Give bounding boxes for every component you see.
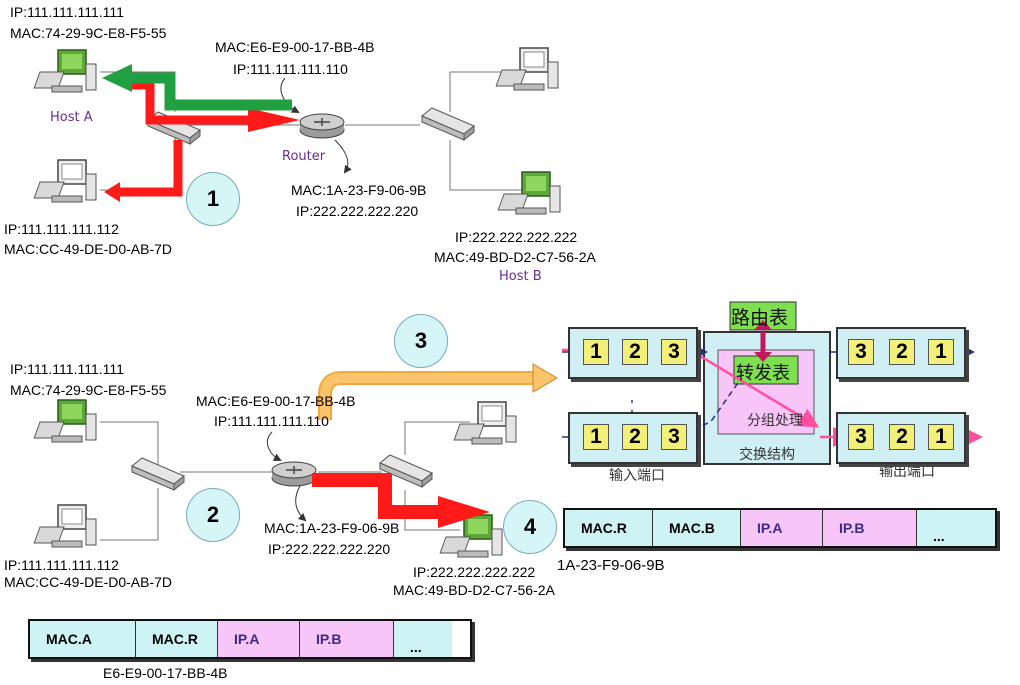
frame-lan-caption: E6-E9-00-17-BB-4B xyxy=(103,665,228,681)
step-2-badge: 2 xyxy=(186,488,240,542)
top-hostA-label: Host A xyxy=(50,110,93,125)
routing-table-label: 路由表 xyxy=(731,307,789,329)
in-q2-slot-2: 2 xyxy=(622,424,648,450)
bottom-router-wan-ip: IP:222.222.222.220 xyxy=(268,541,391,557)
bottom-hostB-ip: IP:222.222.222.222 xyxy=(413,564,536,580)
frame-wan-cell-3: IP.B xyxy=(823,510,917,546)
frame-wan-cell-0: MAC.R xyxy=(565,510,653,546)
out-q1-slot-3: 1 xyxy=(928,339,954,365)
frame-lan: MAC.A MAC.R IP.A IP.B ... xyxy=(28,619,472,659)
top-router-lan-mac: MAC:E6-E9-00-17-BB-4B xyxy=(215,39,375,55)
frame-wan-cell-4: ... xyxy=(917,510,995,546)
frame-wan: MAC.R MAC.B IP.A IP.B ... xyxy=(563,508,997,548)
out-q2-slot-3: 1 xyxy=(928,424,954,450)
bottom-router-lan-mac: MAC:E6-E9-00-17-BB-4B xyxy=(196,393,356,409)
switch-fabric-label: 交换结构 xyxy=(739,447,795,463)
bottom-hostB-mac: MAC:49-BD-D2-C7-56-2A xyxy=(393,582,555,598)
top-host2-ip: IP:111.111.111.112 xyxy=(4,221,119,237)
frame-wan-cell-1: MAC.B xyxy=(653,510,741,546)
input-port-label: 输入端口 xyxy=(609,468,665,484)
top-hostA-ip: IP:111.111.111.111 xyxy=(10,4,124,20)
top-hostA-mac: MAC:74-29-9C-E8-F5-55 xyxy=(10,25,167,41)
frame-lan-cell-3: IP.B xyxy=(300,621,394,657)
out-q2-slot-2: 2 xyxy=(889,424,915,450)
top-hostB-mac: MAC:49-BD-D2-C7-56-2A xyxy=(434,249,596,265)
top-router-wan-ip: IP:222.222.222.220 xyxy=(296,203,419,219)
step-1-badge: 1 xyxy=(186,172,240,226)
top-router-label: Router xyxy=(282,149,326,164)
top-host2-mac: MAC:CC-49-DE-D0-AB-7D xyxy=(4,241,173,257)
frame-wan-caption: 1A-23-F9-06-9B xyxy=(557,557,665,574)
frame-lan-cell-2: IP.A xyxy=(218,621,300,657)
output-port-label: 输出端口 xyxy=(879,464,935,480)
frame-lan-cell-0: MAC.A xyxy=(30,621,136,657)
step-4-badge: 4 xyxy=(503,500,557,554)
frame-lan-cell-1: MAC.R xyxy=(136,621,218,657)
bottom-hostA-ip: IP:111.111.111.111 xyxy=(10,361,124,377)
top-router-lan-ip: IP:111.111.111.110 xyxy=(233,61,348,77)
in-q1-slot-1: 1 xyxy=(583,339,609,365)
green-path-router-to-hostA xyxy=(130,72,292,111)
red-path-router-to-hostB xyxy=(312,473,440,519)
top-router-wan-mac: MAC:1A-23-F9-06-9B xyxy=(291,182,427,198)
out-q2-slot-1: 3 xyxy=(848,424,874,450)
top-hostB-ip: IP:222.222.222.222 xyxy=(455,229,578,245)
bottom-router-wan-mac: MAC:1A-23-F9-06-9B xyxy=(264,520,400,536)
frame-wan-cell-2: IP.A xyxy=(741,510,823,546)
out-q1-slot-2: 2 xyxy=(889,339,915,365)
in-q1-slot-2: 2 xyxy=(622,339,648,365)
step-3-badge: 3 xyxy=(394,314,448,368)
in-q2-slot-1: 1 xyxy=(583,424,609,450)
red-path-hostA-to-router xyxy=(130,80,250,125)
packet-processing-label: 分组处理 xyxy=(747,413,803,429)
bottom-host2-mac: MAC:CC-49-DE-D0-AB-7D xyxy=(4,574,173,590)
out-q1-slot-1: 3 xyxy=(848,339,874,365)
bottom-host2-ip: IP:111.111.111.112 xyxy=(4,557,119,573)
bottom-wires xyxy=(100,421,470,541)
frame-lan-cell-4: ... xyxy=(394,621,452,657)
bottom-router-lan-ip: IP:111.111.111.110 xyxy=(214,413,329,429)
in-q1-slot-3: 3 xyxy=(661,339,687,365)
forwarding-table-label: 转发表 xyxy=(736,363,790,384)
in-q2-slot-3: 3 xyxy=(661,424,687,450)
bottom-hostA-mac: MAC:74-29-9C-E8-F5-55 xyxy=(10,382,167,398)
top-hostB-label: Host B xyxy=(499,269,542,284)
